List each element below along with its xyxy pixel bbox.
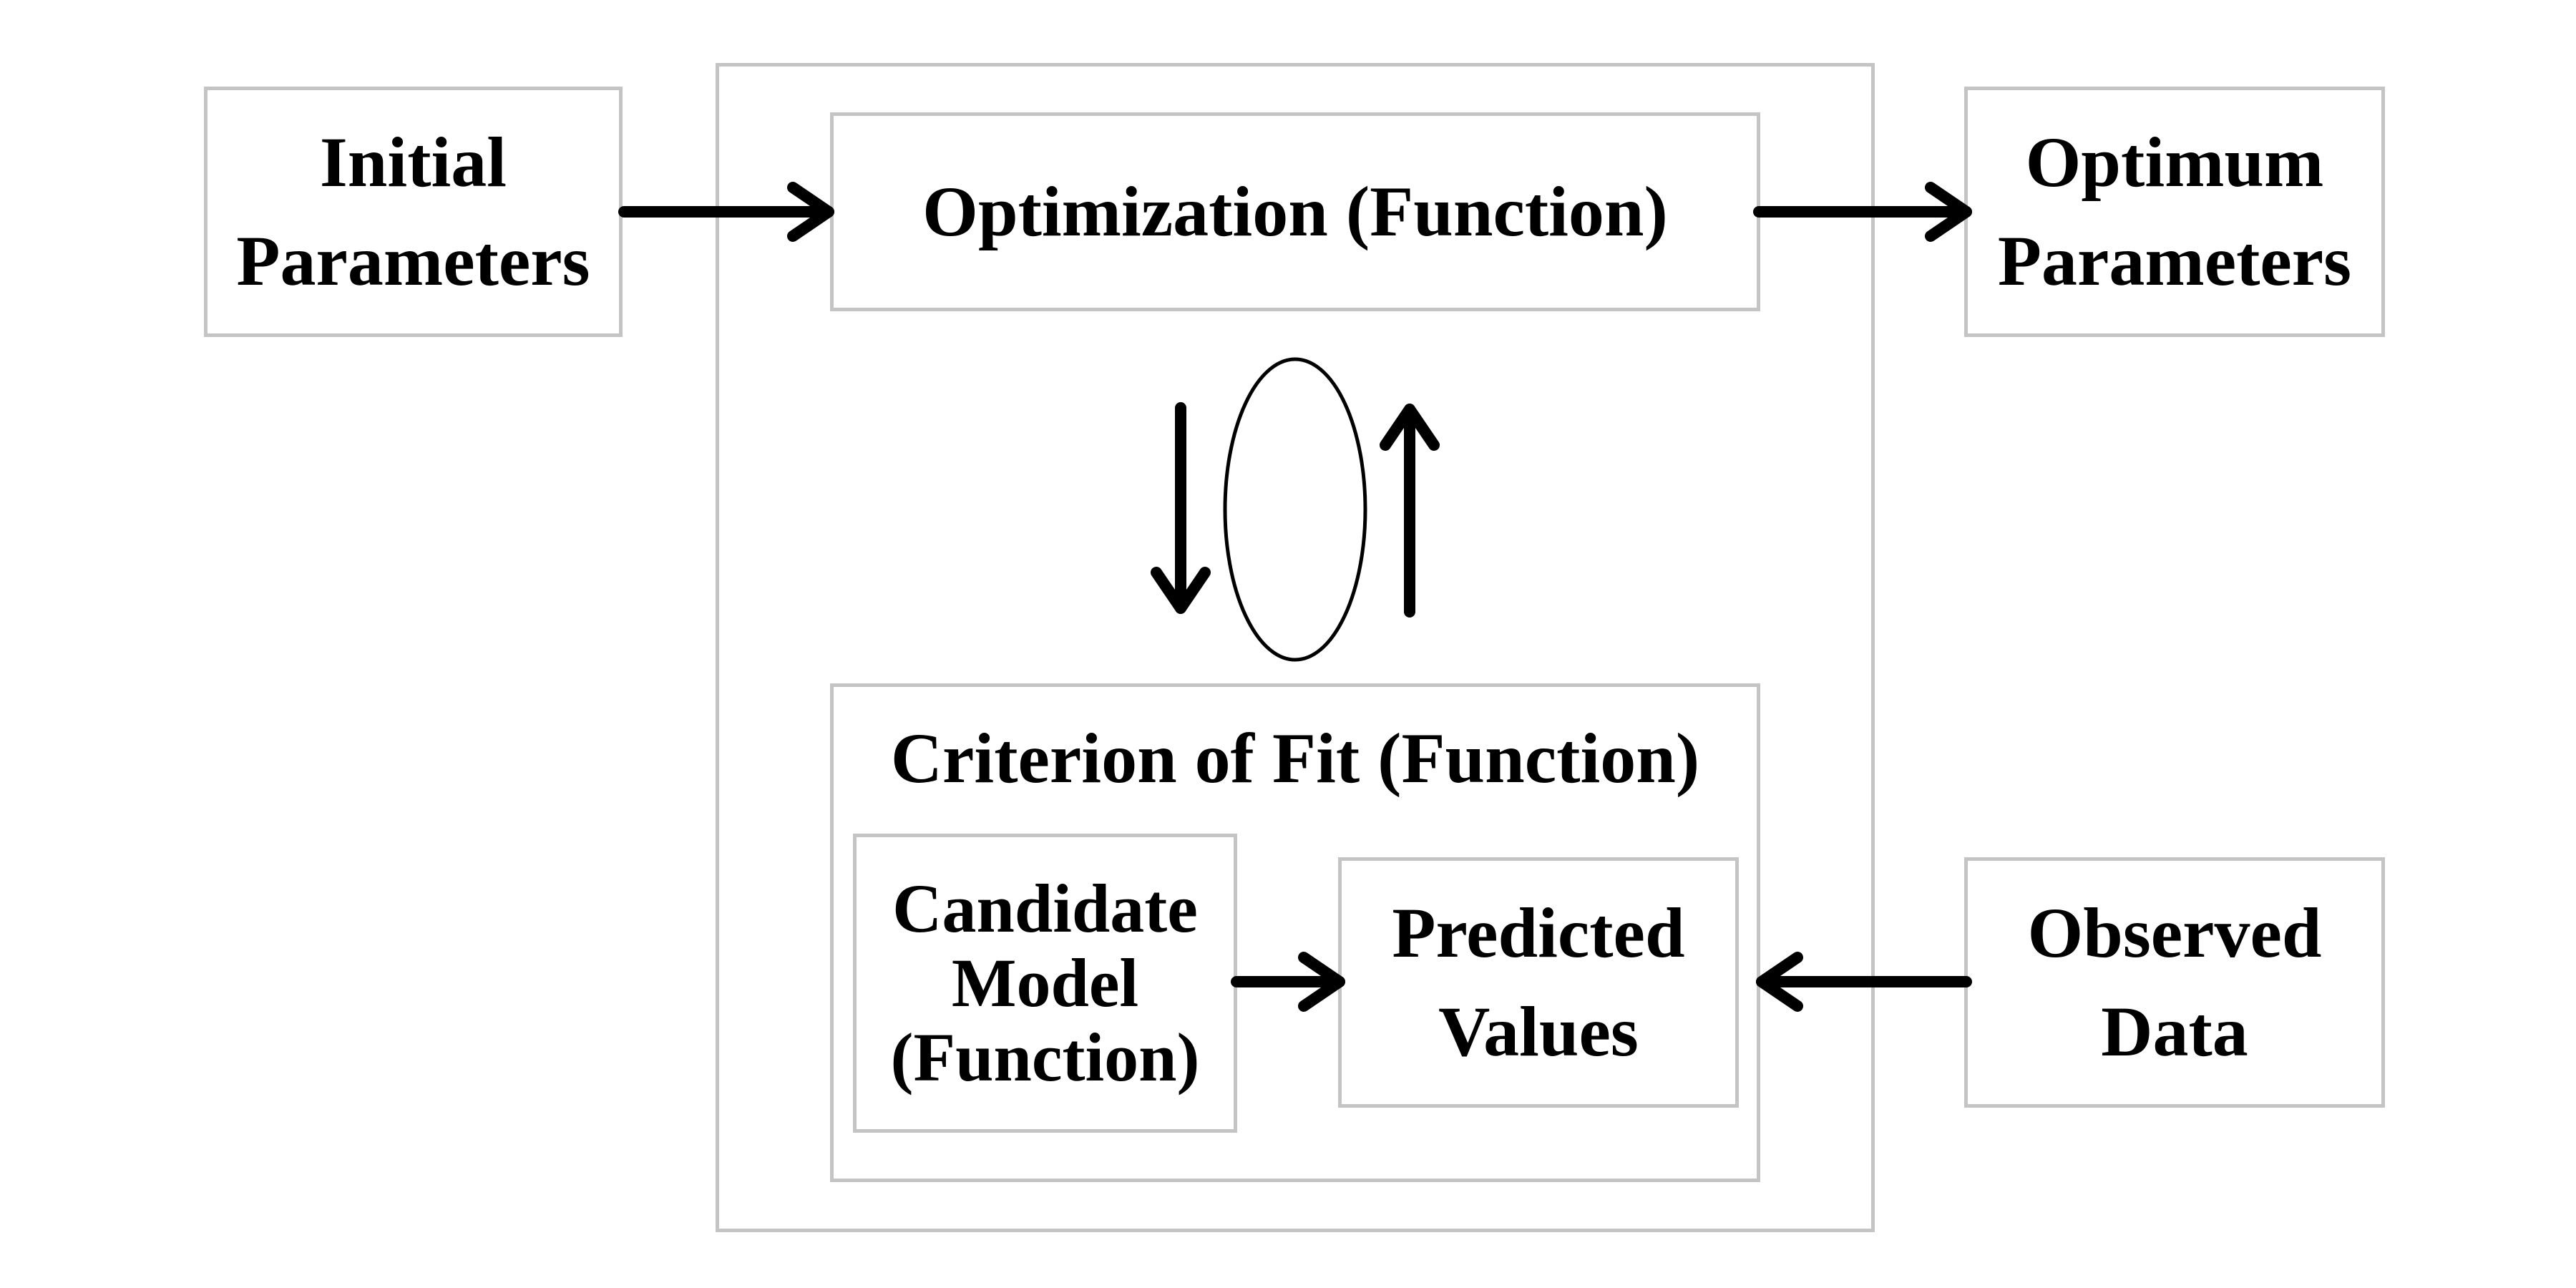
arrow-down-to-criterion (1151, 402, 1211, 614)
arrow-optimization-to-optimum (1753, 182, 1972, 242)
outer-frame (716, 63, 1875, 1232)
optimization-label: Optimization (Function) (922, 172, 1668, 251)
iteration-loop-ellipse (1223, 357, 1367, 662)
criterion-of-fit-box (830, 683, 1760, 1182)
arrow-candidate-to-predicted (1231, 952, 1345, 1012)
predicted-values-label: Predicted Values (1392, 893, 1685, 1071)
optimum-parameters-label: Optimum Parameters (1997, 122, 2352, 301)
initial-parameters-label: Initial Parameters (236, 122, 590, 301)
criterion-of-fit-label: Criterion of Fit (Function) (890, 718, 1700, 798)
arrow-observed-to-criterion (1756, 952, 1972, 1012)
arrow-up-to-optimization (1380, 404, 1440, 618)
candidate-model-label: Candidate Model (Function) (890, 870, 1200, 1096)
arrow-initial-to-optimization (618, 182, 834, 242)
observed-data-label: Observed Data (2027, 893, 2322, 1071)
